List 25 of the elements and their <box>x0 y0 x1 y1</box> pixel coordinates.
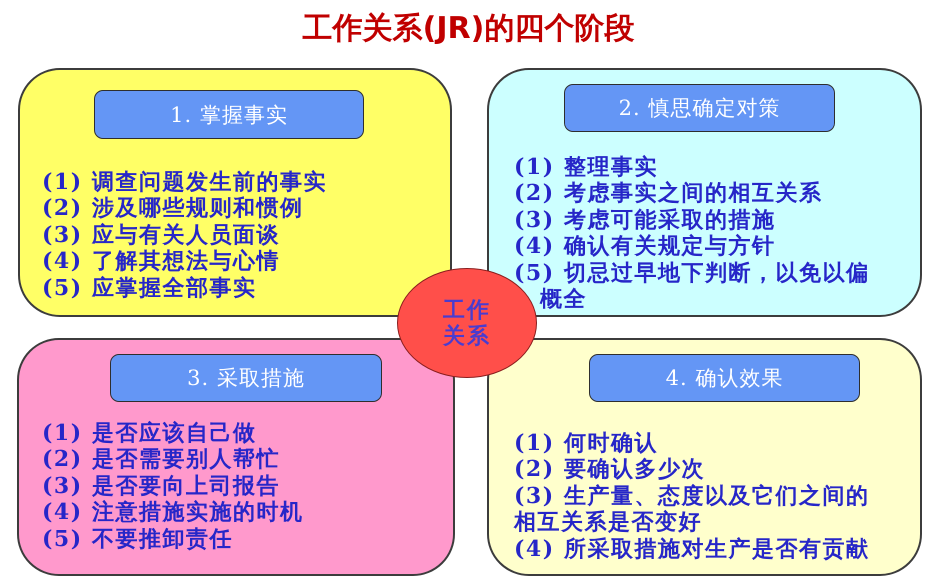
list-item: (4) 注意措施实施的时机 <box>42 499 304 526</box>
list-item: (1) 何时确认 <box>514 430 659 456</box>
list-item: (3) 考虑可能采取的措施 <box>514 206 776 234</box>
list-item: (3) 应与有关人员面谈 <box>42 222 281 248</box>
list-item: (2) 是否需要别人帮忙 <box>42 446 281 473</box>
list-item: (4) 所采取措施对生产是否有贡献 <box>514 536 870 562</box>
list-item: (1) 整理事实 <box>514 154 659 180</box>
title: 工作关系(JR)的四个阶段 <box>302 10 636 48</box>
list-item: (5) 应掌握全部事实 <box>42 274 258 302</box>
list-item: (2) 考虑事实之间的相互关系 <box>514 180 824 207</box>
stage-panel <box>487 68 922 317</box>
list-item: (1) 调查问题发生前的事实 <box>42 169 328 196</box>
list-item: (4) 了解其想法与心情 <box>42 248 281 275</box>
list-item: (5) 不要推卸责任 <box>42 526 234 552</box>
list-item: (2) 要确认多少次 <box>514 456 706 483</box>
stage-header: 2. 慎思确定对策 <box>564 84 835 132</box>
list-item: (4) 确认有关规定与方针 <box>514 233 776 260</box>
list-item: (3) 是否要向上司报告 <box>42 472 281 500</box>
stage-panel <box>487 338 922 576</box>
list-item: (3) 生产量、态度以及它们之间的相互关系是否变好 <box>514 482 870 536</box>
list-item: (1) 是否应该自己做 <box>42 420 258 446</box>
stage-header: 3. 采取措施 <box>110 354 382 402</box>
stage-header: 4. 确认效果 <box>589 354 860 402</box>
list-item: (2) 涉及哪些规则和惯例 <box>42 195 304 222</box>
stage-header: 1. 掌握事实 <box>94 90 364 139</box>
